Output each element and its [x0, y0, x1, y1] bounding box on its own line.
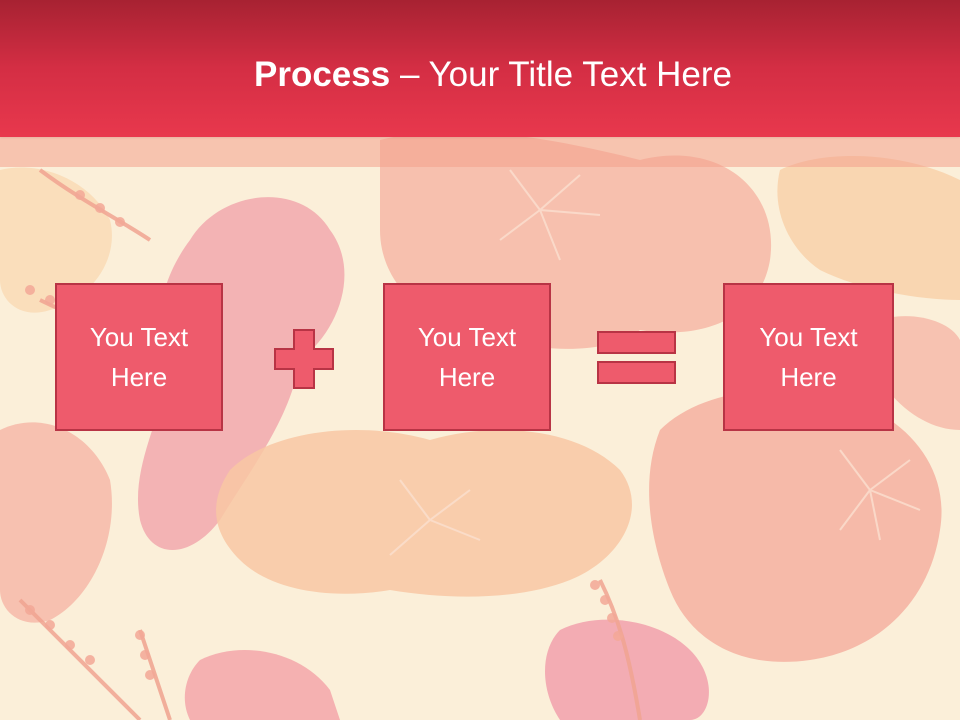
slide-title-rest: – Your Title Text Here: [390, 55, 732, 94]
process-box-1-text: You Text Here: [89, 322, 189, 392]
process-box-3[interactable]: You Text Here: [723, 283, 894, 431]
process-box-2-text: You Text Here: [417, 322, 517, 392]
process-box-3-text: You Text Here: [759, 322, 858, 392]
equals-icon: [597, 331, 676, 384]
title-shadow-band: [0, 137, 960, 167]
process-box-2[interactable]: You Text Here: [383, 283, 551, 431]
slide-title-bold: Process: [254, 55, 391, 94]
plus-icon: [274, 329, 334, 389]
slide-title[interactable]: Process – Your Title Text Here: [0, 50, 960, 100]
title-bar: [0, 0, 960, 137]
process-box-1[interactable]: You Text Here: [55, 283, 223, 431]
